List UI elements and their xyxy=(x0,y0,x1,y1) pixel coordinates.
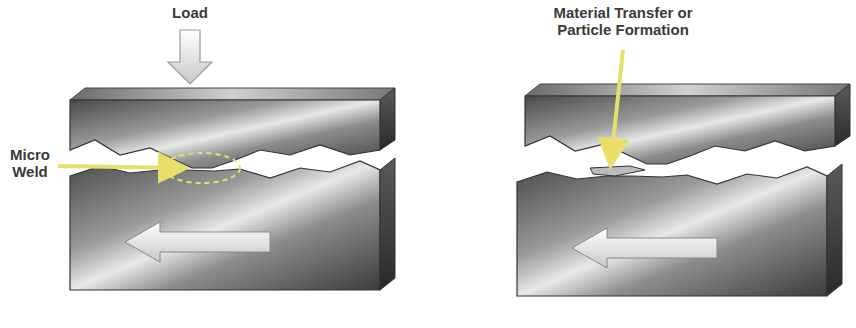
lower-block xyxy=(517,164,842,296)
leader-line xyxy=(58,166,182,168)
callout-label: Material Transfer or Particle Formation xyxy=(528,4,718,38)
callout-label: Micro Weld xyxy=(4,146,56,180)
load-arrow xyxy=(168,30,212,84)
leader-line xyxy=(611,50,623,162)
wear-particle xyxy=(590,166,645,176)
upper-block xyxy=(525,84,850,164)
load-label: Load xyxy=(150,4,230,21)
upper-block xyxy=(70,88,395,168)
